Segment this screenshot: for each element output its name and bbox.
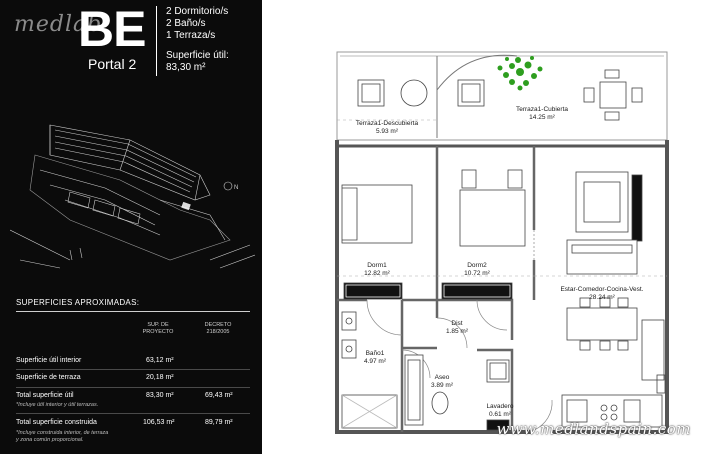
row-divider — [16, 413, 250, 414]
room-terraza-descubierta: Terraza1-Descubierta 5.93 m² — [355, 120, 419, 135]
site-plan-illustration: N — [10, 124, 256, 269]
useful-area-value: 83,30 m² — [166, 62, 206, 73]
row-label-terrace: Superficie de terraza — [16, 374, 81, 381]
room-dorm1: Dorm1 12.82 m² — [364, 262, 390, 277]
row-divider — [16, 369, 250, 370]
row-divider — [16, 387, 250, 388]
row-value-total-built-decree: 89,79 m² — [205, 419, 233, 426]
room-estar: Estar-Comedor-Cocina-Vest. 28.24 m² — [560, 286, 644, 301]
unit-specs: 2 Dormitorio/s 2 Baño/s 1 Terraza/s Supe… — [166, 6, 229, 74]
surfaces-divider — [16, 311, 250, 312]
row-note-total-built: *Incluye construida interior, de terraza… — [16, 430, 109, 443]
unit-code: BE — [78, 1, 146, 57]
header-divider — [156, 6, 157, 76]
room-lavadero: Lavadero 0.61 m² — [486, 403, 514, 418]
room-terraza-cubierta: Terraza1-Cubierta 14.25 m² — [515, 106, 569, 121]
room-dorm2: Dorm2 10.72 m² — [464, 262, 490, 277]
row-value-terrace-project: 20,18 m² — [146, 374, 174, 381]
row-value-total-useful-project: 83,30 m² — [146, 392, 174, 399]
brand-logo: medlab — [14, 12, 103, 37]
portal-label: Portal 2 — [88, 56, 137, 72]
useful-area-label: Superficie útil: — [166, 50, 229, 61]
room-bano1: Baño1 4.97 m² — [363, 350, 387, 365]
row-label-total-built: Total superficie construida — [16, 419, 97, 426]
north-label: N — [234, 185, 238, 191]
terraces-count: 1 Terraza/s — [166, 30, 216, 41]
bathrooms-count: 2 Baño/s — [166, 18, 206, 29]
col-header-decree: DECRETO 218/2005 — [204, 322, 232, 335]
row-label-interior: Superficie útil interior — [16, 357, 82, 364]
row-label-total-useful: Total superficie útil — [16, 392, 74, 399]
row-note-total-useful: *Incluye útil interior y útil terrazas. — [16, 402, 99, 408]
floor-plan: Terraza1-Descubierta 5.93 m² Terraza1-Cu… — [262, 0, 705, 454]
room-aseo: Aseo 3.89 m² — [430, 374, 454, 389]
watermark: www.medlandspain.com — [496, 420, 691, 438]
row-value-total-useful-decree: 69,43 m² — [205, 392, 233, 399]
bedrooms-count: 2 Dormitorio/s — [166, 6, 229, 17]
row-value-interior-project: 63,12 m² — [146, 357, 174, 364]
plant-icon — [497, 56, 543, 91]
row-value-total-built-project: 106,53 m² — [143, 419, 175, 426]
surfaces-title: SUPERFICIES APROXIMADAS: — [16, 298, 140, 307]
room-dist: Dist 1.85 m² — [445, 320, 469, 335]
col-header-project: SUP. DE PROYECTO — [142, 322, 174, 335]
floor-plan-drawing — [335, 51, 669, 434]
info-panel: medlab BE Portal 2 2 Dormitorio/s 2 Baño… — [0, 0, 262, 454]
